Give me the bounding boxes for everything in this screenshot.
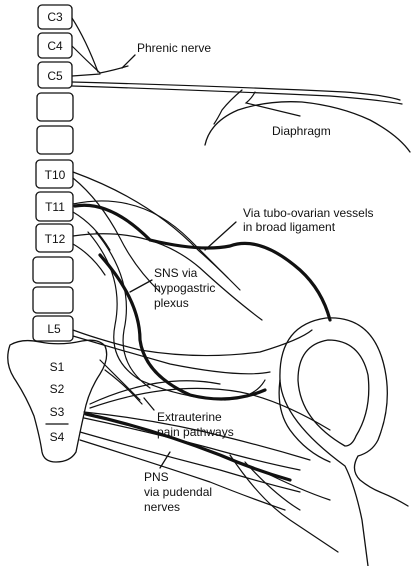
pns-label-2: via pudendal [144,485,212,499]
vertebra-blank-2 [36,125,74,155]
tubo-ovarian-leader [204,221,237,251]
sympathetic-pathways [72,171,332,401]
label-s1: S1 [50,360,65,374]
tubo-ovarian-label-1: Via tubo-ovarian vessels [243,206,374,220]
lower-pathways [72,329,339,553]
diaphragm-dome [204,101,411,153]
pns-label-3: nerves [144,500,180,514]
label-t10: T10 [45,168,66,182]
sns-label-1: SNS via [154,266,198,280]
label-c5: C5 [47,69,63,83]
phrenic-nerve-label: Phrenic nerve [137,41,211,55]
uterus-inner [297,339,370,447]
tubo-ovarian-label-2: in broad ligament [243,220,336,234]
vertebra-t11 [35,191,74,222]
uterus-outer [279,317,409,566]
label-s4: S4 [50,430,65,444]
label-c3: C3 [47,10,63,24]
extrauterine-leader [143,397,155,411]
pns-leader [159,451,171,469]
diaphragm-label: Diaphragm [272,124,331,138]
vertebra-labels: C3 C4 C5 T10 T11 T12 L5 S1 S2 S3 S4 [45,10,69,444]
vertebra-t12 [35,223,74,253]
extrauterine-label-1: Extrauterine [157,410,222,424]
sns-label-2: hypogastric [154,281,215,295]
uterus [278,317,409,566]
label-s2: S2 [50,382,65,396]
pns-label-1: PNS [144,470,169,484]
vertebra-c5 [37,61,73,89]
label-s3: S3 [50,405,65,419]
phrenic-nerve [71,17,403,125]
vertebra-blank-4 [32,286,74,314]
vertebra-blank-1 [36,92,74,122]
label-t12: T12 [45,232,66,246]
extrauterine-label-2: pain pathways [157,425,234,439]
label-l5: L5 [47,322,61,336]
vertebra-c3 [37,4,73,30]
hypogastric-plexus-trunk [98,253,267,401]
annotations: Phrenic nerve Diaphragm Via tubo-ovarian… [137,41,374,514]
vertebral-column [7,4,108,463]
vertebra-blank-3 [32,256,74,284]
tubo-ovarian-vessel [73,203,332,322]
sns-label-3: plexus [154,296,189,310]
sns-leader [129,279,153,293]
label-t11: T11 [45,200,65,214]
vertebra-l5 [32,315,74,342]
vertebra-t10 [35,159,74,189]
label-c4: C4 [47,39,63,53]
phrenic-leader [121,54,136,69]
